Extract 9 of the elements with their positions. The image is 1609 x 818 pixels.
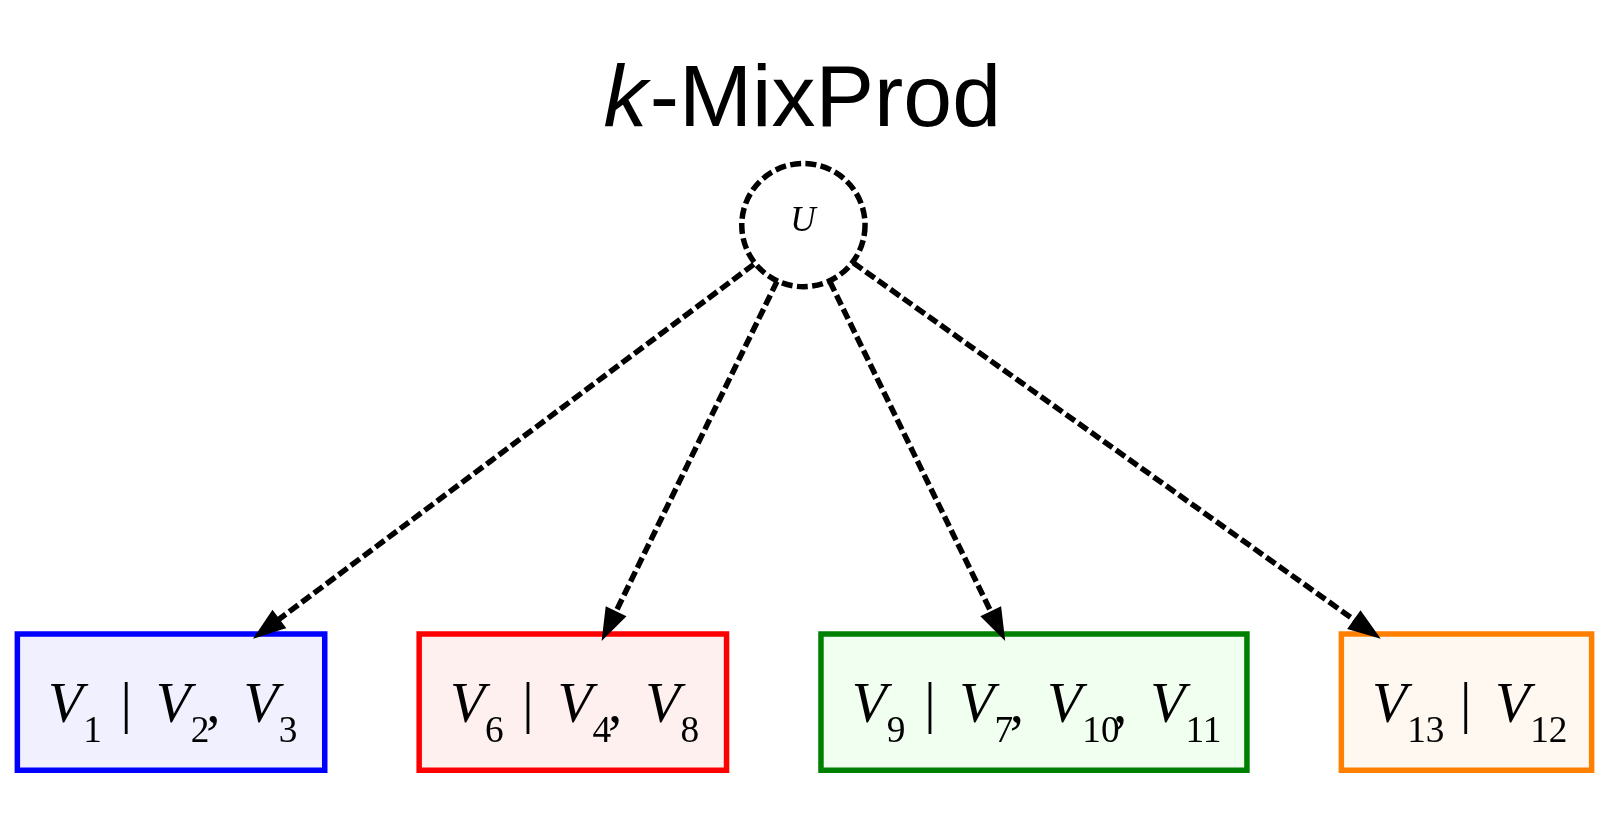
node-box: V$_{1}$ | V$_{2}$, V$_{3}$ <box>14 630 328 773</box>
arrow <box>601 279 780 641</box>
node-box: V$_{6}$ | V$_{4}$, V$_{8}$ <box>416 630 730 773</box>
node-box: V$_{13}$ | V$_{12}$ <box>1338 630 1595 773</box>
arrow <box>827 279 1006 641</box>
node-circle: U <box>739 160 868 289</box>
diagram-title: k-MixProd <box>603 45 1001 145</box>
arrow <box>252 261 756 639</box>
arrow <box>851 260 1381 639</box>
